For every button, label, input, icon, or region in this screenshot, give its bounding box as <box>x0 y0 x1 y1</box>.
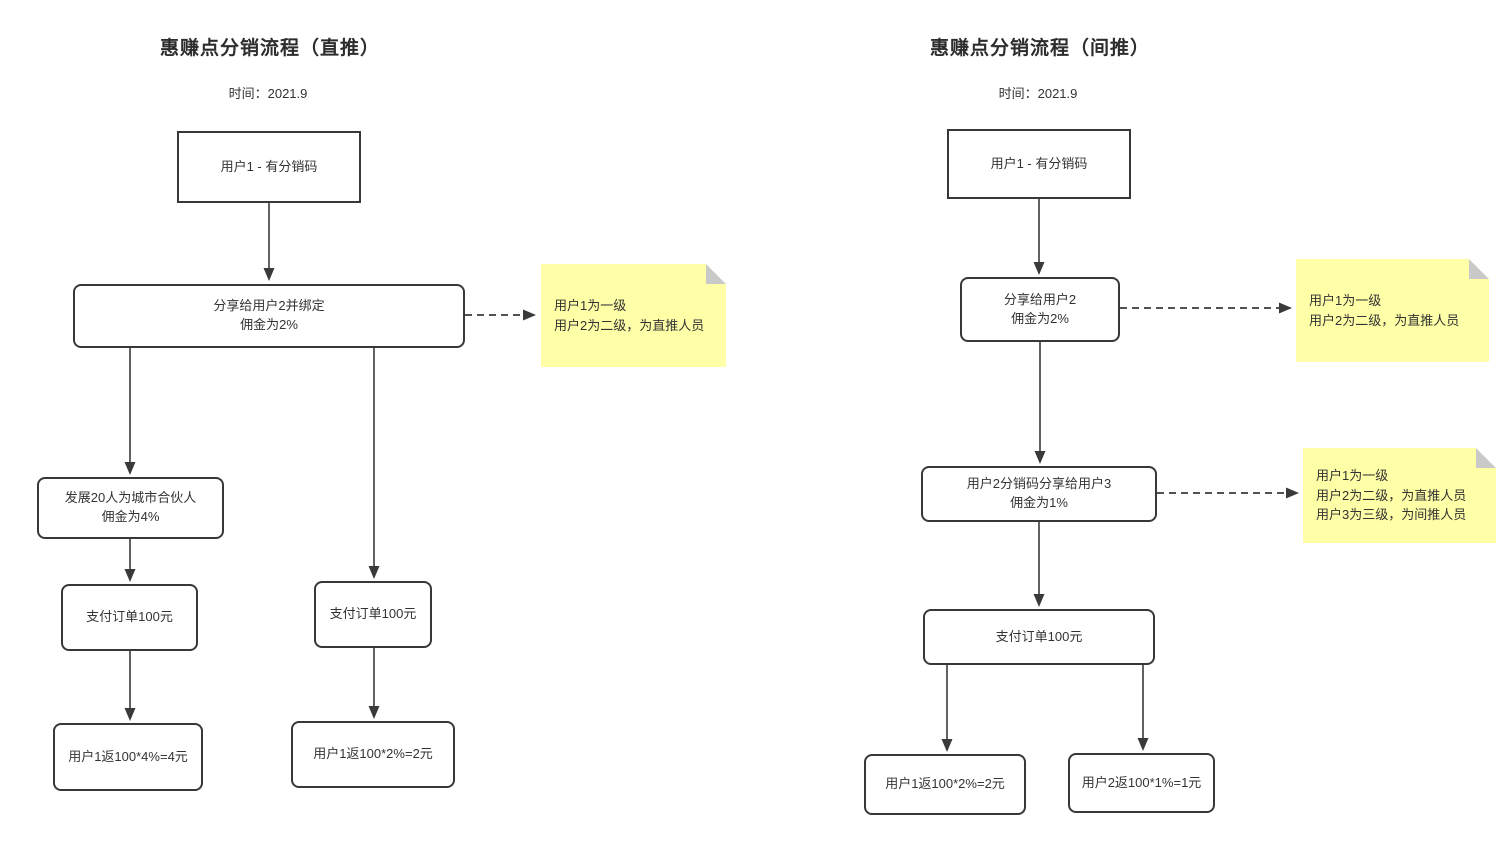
node-left-user1: 用户1 - 有分销码 <box>177 131 361 203</box>
note-fold-corner-icon <box>1469 259 1489 279</box>
node-right-return-user1: 用户1返100*2%=2元 <box>864 754 1026 815</box>
node-left-return-2pct: 用户1返100*2%=2元 <box>291 721 455 788</box>
left-flow-title: 惠赚点分销流程（直推） <box>159 38 381 59</box>
right-flow-subtitle: 时间：2021.9 <box>998 86 1078 101</box>
right-flow-title: 惠赚点分销流程（间推） <box>929 38 1151 59</box>
note-text: 用户1为一级 用户2为二级，为直推人员 <box>554 298 705 333</box>
left-flow-subtitle: 时间：2021.9 <box>228 86 308 101</box>
sticky-note-left-levels: 用户1为一级 用户2为二级，为直推人员 <box>541 264 726 367</box>
node-right-share-user3: 用户2分销码分享给用户3 佣金为1% <box>921 466 1157 522</box>
note-text: 用户1为一级 用户2为二级，为直推人员 <box>1309 293 1460 328</box>
node-left-share-bind: 分享给用户2并绑定 佣金为2% <box>73 284 465 348</box>
sticky-note-right-levels-1: 用户1为一级 用户2为二级，为直推人员 <box>1296 259 1489 362</box>
note-text: 用户1为一级 用户2为二级，为直推人员 用户3为三级，为间推人员 <box>1316 468 1467 523</box>
note-fold-corner-icon <box>1476 448 1496 468</box>
node-left-pay-order-right: 支付订单100元 <box>314 581 432 648</box>
node-left-city-partner: 发展20人为城市合伙人 佣金为4% <box>37 477 224 539</box>
node-right-return-user2: 用户2返100*1%=1元 <box>1068 753 1215 813</box>
node-right-pay-order: 支付订单100元 <box>923 609 1155 665</box>
node-left-pay-order-left: 支付订单100元 <box>61 584 198 651</box>
node-right-user1: 用户1 - 有分销码 <box>947 129 1131 199</box>
sticky-note-right-levels-2: 用户1为一级 用户2为二级，为直推人员 用户3为三级，为间推人员 <box>1303 448 1496 543</box>
node-left-return-4pct: 用户1返100*4%=4元 <box>53 723 203 791</box>
node-right-share-user2: 分享给用户2 佣金为2% <box>960 277 1120 342</box>
note-fold-corner-icon <box>706 264 726 284</box>
